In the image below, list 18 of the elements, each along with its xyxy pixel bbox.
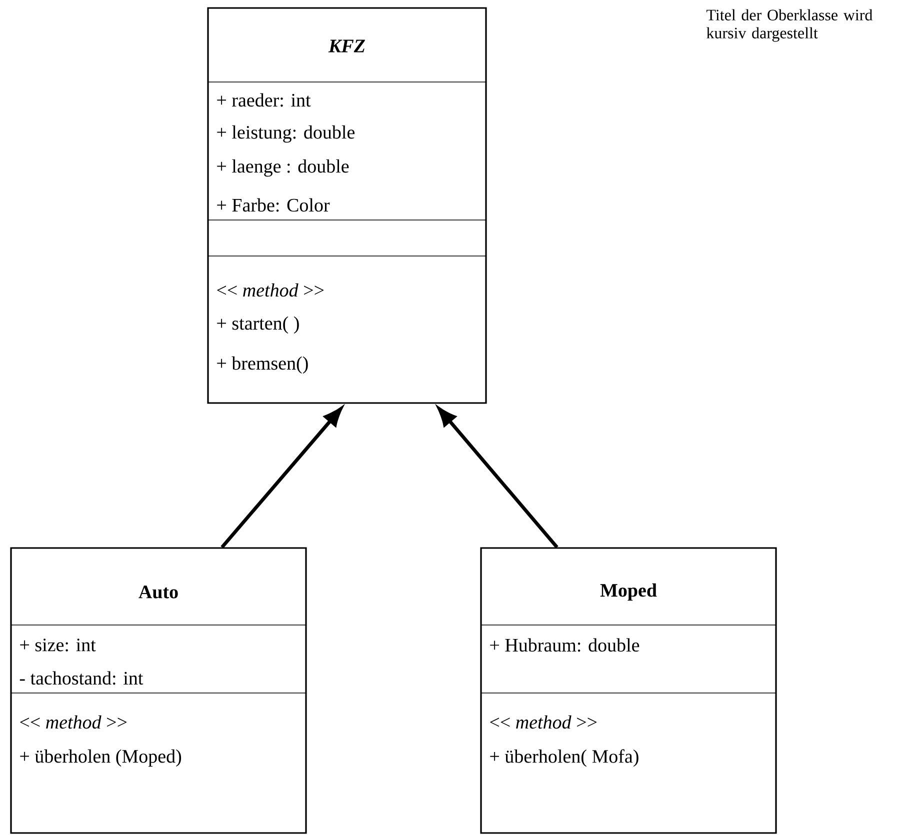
member-text: + überholen (Moped) [20, 749, 182, 767]
member-text: + leistung: double [217, 125, 355, 143]
member-text: + raeder: int [217, 93, 311, 107]
member-text: + bremsen() [217, 356, 308, 374]
member-text: - tachostand: int [20, 671, 144, 685]
class-name: Moped [600, 583, 657, 601]
note-text: Titel der Oberklasse wird kursiv dargestellt [706, 9, 873, 42]
member-text: + laenge : double [217, 159, 349, 177]
member-text: + überholen( Mofa) [490, 749, 638, 767]
class-name: Auto [138, 586, 178, 598]
class-name: KFZ [328, 40, 365, 52]
member-text: + Hubraum: double [490, 638, 640, 652]
member-text: << method >> [490, 715, 597, 729]
member-text: << method >> [20, 715, 127, 729]
member-text: + Farbe: Color [217, 198, 330, 212]
member-text: + starten( ) [217, 316, 299, 334]
member-text: + size: int [20, 638, 96, 652]
member-text: << method >> [217, 283, 324, 297]
